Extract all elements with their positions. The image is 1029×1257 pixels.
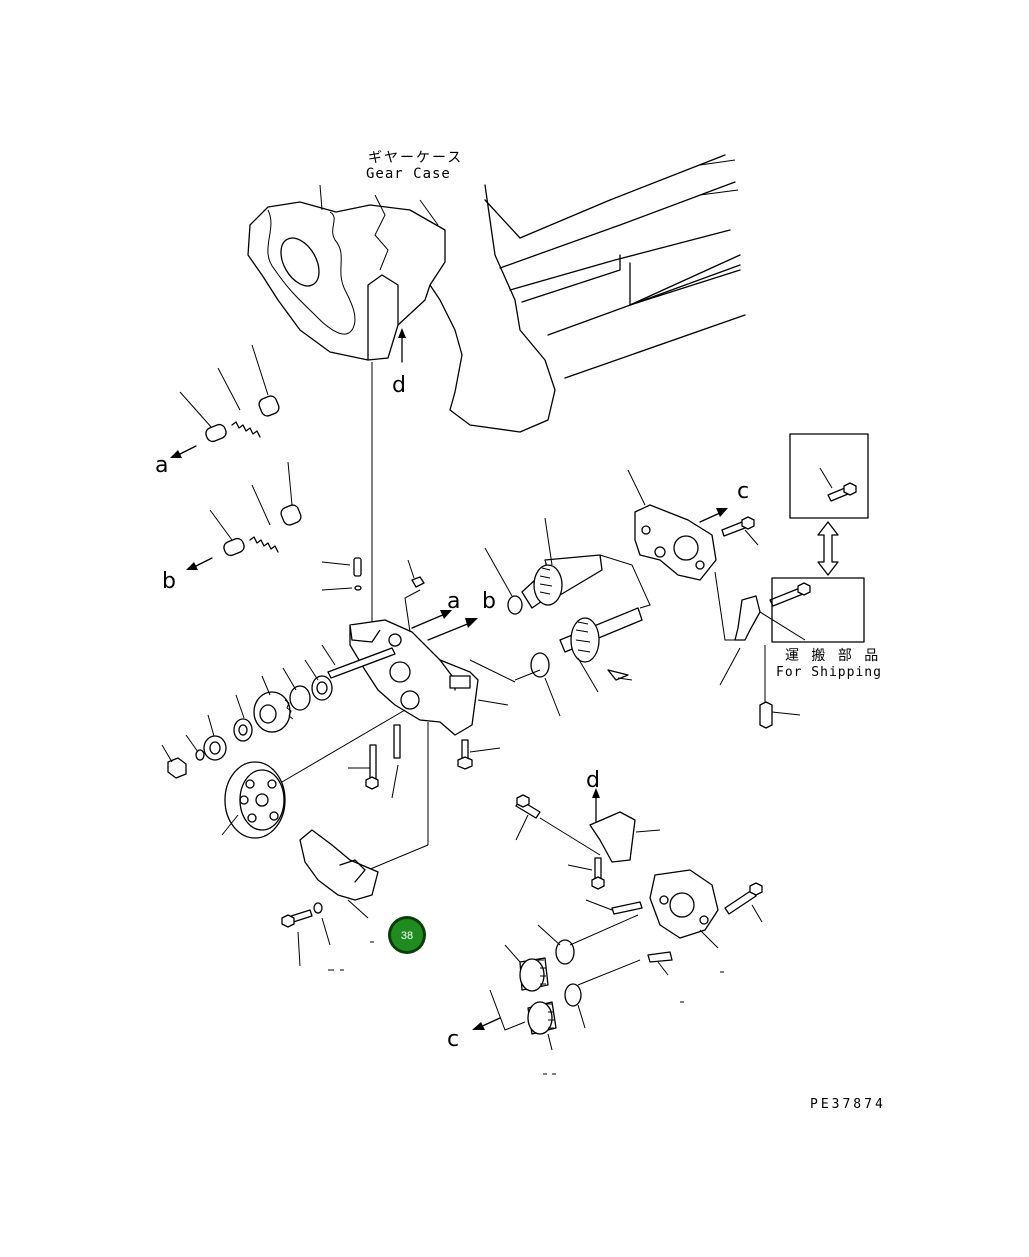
idler-gear [221, 709, 406, 839]
callout-a-left: a [155, 453, 168, 478]
badge-fill [391, 919, 423, 951]
pump-cover-upper [627, 469, 759, 581]
pump-shaft [321, 644, 396, 679]
callout-b-upper: b [482, 589, 496, 614]
callout-d-upper: d [392, 373, 406, 398]
callout-d-lower: d [586, 768, 600, 793]
relief-valve-b [186, 461, 302, 570]
shipping-en-label: For Shipping [776, 665, 882, 680]
gear-cover [281, 829, 379, 967]
callout-b-left: b [162, 569, 176, 594]
shipping-detail-box-bottom [771, 577, 865, 643]
double-arrow [817, 521, 839, 576]
drive-gear-stack [161, 659, 333, 779]
drawing-number: PE37874 [810, 1097, 886, 1112]
callout-a-upper: a [447, 589, 460, 614]
engine-block-outline [484, 154, 746, 379]
gear-case-en-label: Gear Case [366, 166, 451, 182]
reference-badge[interactable]: 38 [388, 916, 426, 954]
callout-c-lower: c [447, 1027, 459, 1052]
gear-case-jp-label: ギヤーケース [368, 150, 463, 166]
drive-shaft-gears [484, 517, 651, 717]
scavenge-pump [515, 788, 763, 976]
shipping-jp-label: 運 搬 部 品 [785, 648, 880, 664]
shipping-detail-box-top [789, 433, 869, 519]
leader-ticks [328, 941, 724, 1075]
badge-number: 38 [401, 930, 413, 942]
d-arrow-upper [398, 328, 406, 363]
ab-arrows-pump [411, 610, 478, 641]
oil-pump-body [349, 619, 516, 871]
relief-valve-a [170, 344, 280, 458]
gear-case-outline [247, 184, 556, 433]
callout-c-upper: c [737, 479, 749, 504]
dowel-pin [321, 557, 425, 633]
shipping-bracket [714, 571, 811, 729]
scavenge-gears [472, 914, 641, 1051]
pump-bolts [348, 724, 501, 799]
